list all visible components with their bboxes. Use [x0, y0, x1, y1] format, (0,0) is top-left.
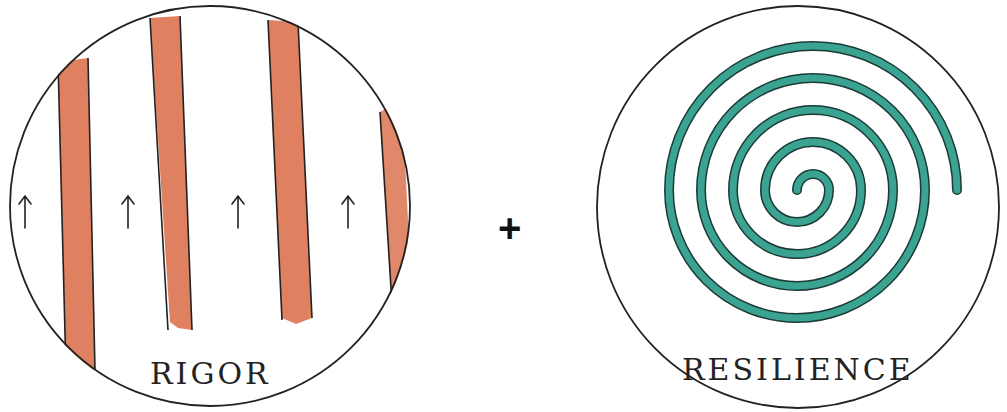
- circle-node: RESILIENCE: [595, 4, 1001, 410]
- circle-node: RIGOR: [8, 4, 412, 408]
- plus-sign: +: [498, 208, 521, 248]
- circle-outline: [8, 4, 412, 408]
- circle-title: RIGOR: [150, 357, 271, 390]
- up-arrows: [19, 196, 354, 228]
- resilience-spiral: [669, 46, 957, 318]
- circle-outline: [595, 4, 1001, 410]
- rigor-stripes: [58, 16, 412, 372]
- circle-title: RESILIENCE: [682, 353, 914, 386]
